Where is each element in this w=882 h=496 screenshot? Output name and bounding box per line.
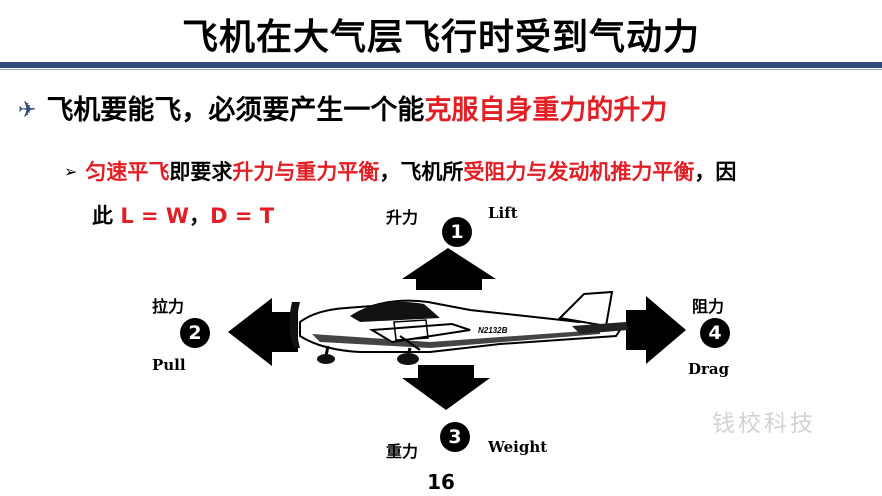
canopy [350, 301, 440, 322]
drag-number-badge: 4 [700, 318, 730, 348]
pull-label-en: Pull [152, 356, 186, 374]
weight-arrow [402, 365, 490, 410]
fuselage-stripe [312, 330, 600, 348]
equation-d-t: D = T [210, 204, 275, 228]
drag-label-cn: 阻力 [692, 297, 725, 316]
bullet-main-text: 飞机要能飞，必须要产生一个能 [46, 95, 425, 126]
triangle-bullet-icon: ➢ [64, 162, 78, 181]
weight-label-cn: 重力 [386, 442, 419, 461]
text-aircraft: ，飞机所 [379, 160, 464, 184]
slide-title: 飞机在大气层飞行时受到气动力 [181, 17, 700, 58]
text-thus: 此 [92, 204, 121, 228]
text-therefore: ，因 [694, 160, 737, 184]
aircraft-illustration: N2132B [289, 290, 628, 365]
text-comma: ， [189, 204, 211, 228]
bullet-main-highlight: 克服自身重力的升力 [424, 95, 668, 126]
drag-arrow [626, 296, 686, 364]
airplane-bullet-icon: ✈ [18, 98, 37, 123]
text-drag-thrust-balance: 受阻力与发动机推力平衡 [463, 160, 695, 184]
lift-number-badge: 1 [442, 217, 472, 247]
aircraft-registration: N2132B [478, 326, 508, 335]
nose-wheel [317, 354, 335, 364]
text-lift-weight-balance: 升力与重力平衡 [232, 160, 380, 184]
title-divider-thin [0, 69, 882, 70]
text-uniform-flight: 匀速平飞 [85, 160, 170, 184]
stabilizer [572, 322, 628, 334]
drag-label-en: Drag [688, 360, 730, 378]
pull-label-cn: 拉力 [152, 297, 185, 316]
lift-arrow [402, 248, 496, 290]
pull-arrow [228, 298, 298, 366]
bullet-sub-line1: ➢ 匀速平飞即要求升力与重力平衡，飞机所受阻力与发动机推力平衡，因 [64, 150, 874, 194]
propeller [289, 302, 300, 348]
wing [368, 322, 471, 344]
page-number: 16 [427, 470, 455, 494]
lift-label-en: Lift [488, 204, 518, 222]
equation-l-w: L = W [120, 204, 190, 228]
bullet-sub: ➢ 匀速平飞即要求升力与重力平衡，飞机所受阻力与发动机推力平衡，因 此 L = W… [64, 150, 874, 238]
fuselage-door [393, 319, 429, 341]
main-wheel [397, 353, 419, 365]
pull-number-badge: 2 [180, 318, 210, 348]
tail-fin [557, 290, 614, 328]
bullet-main: ✈ 飞机要能飞，必须要产生一个能克服自身重力的升力 [18, 88, 667, 127]
wing-strut [399, 335, 421, 351]
lift-label-cn: 升力 [386, 208, 419, 227]
watermark: 钱校科技 [712, 411, 816, 437]
bullet-sub-line2: 此 L = W，D = T [64, 194, 874, 238]
title-divider [0, 62, 882, 68]
weight-number-badge: 3 [440, 422, 470, 452]
text-requires: 即要求 [169, 160, 233, 184]
weight-label-en: Weight [488, 438, 548, 456]
